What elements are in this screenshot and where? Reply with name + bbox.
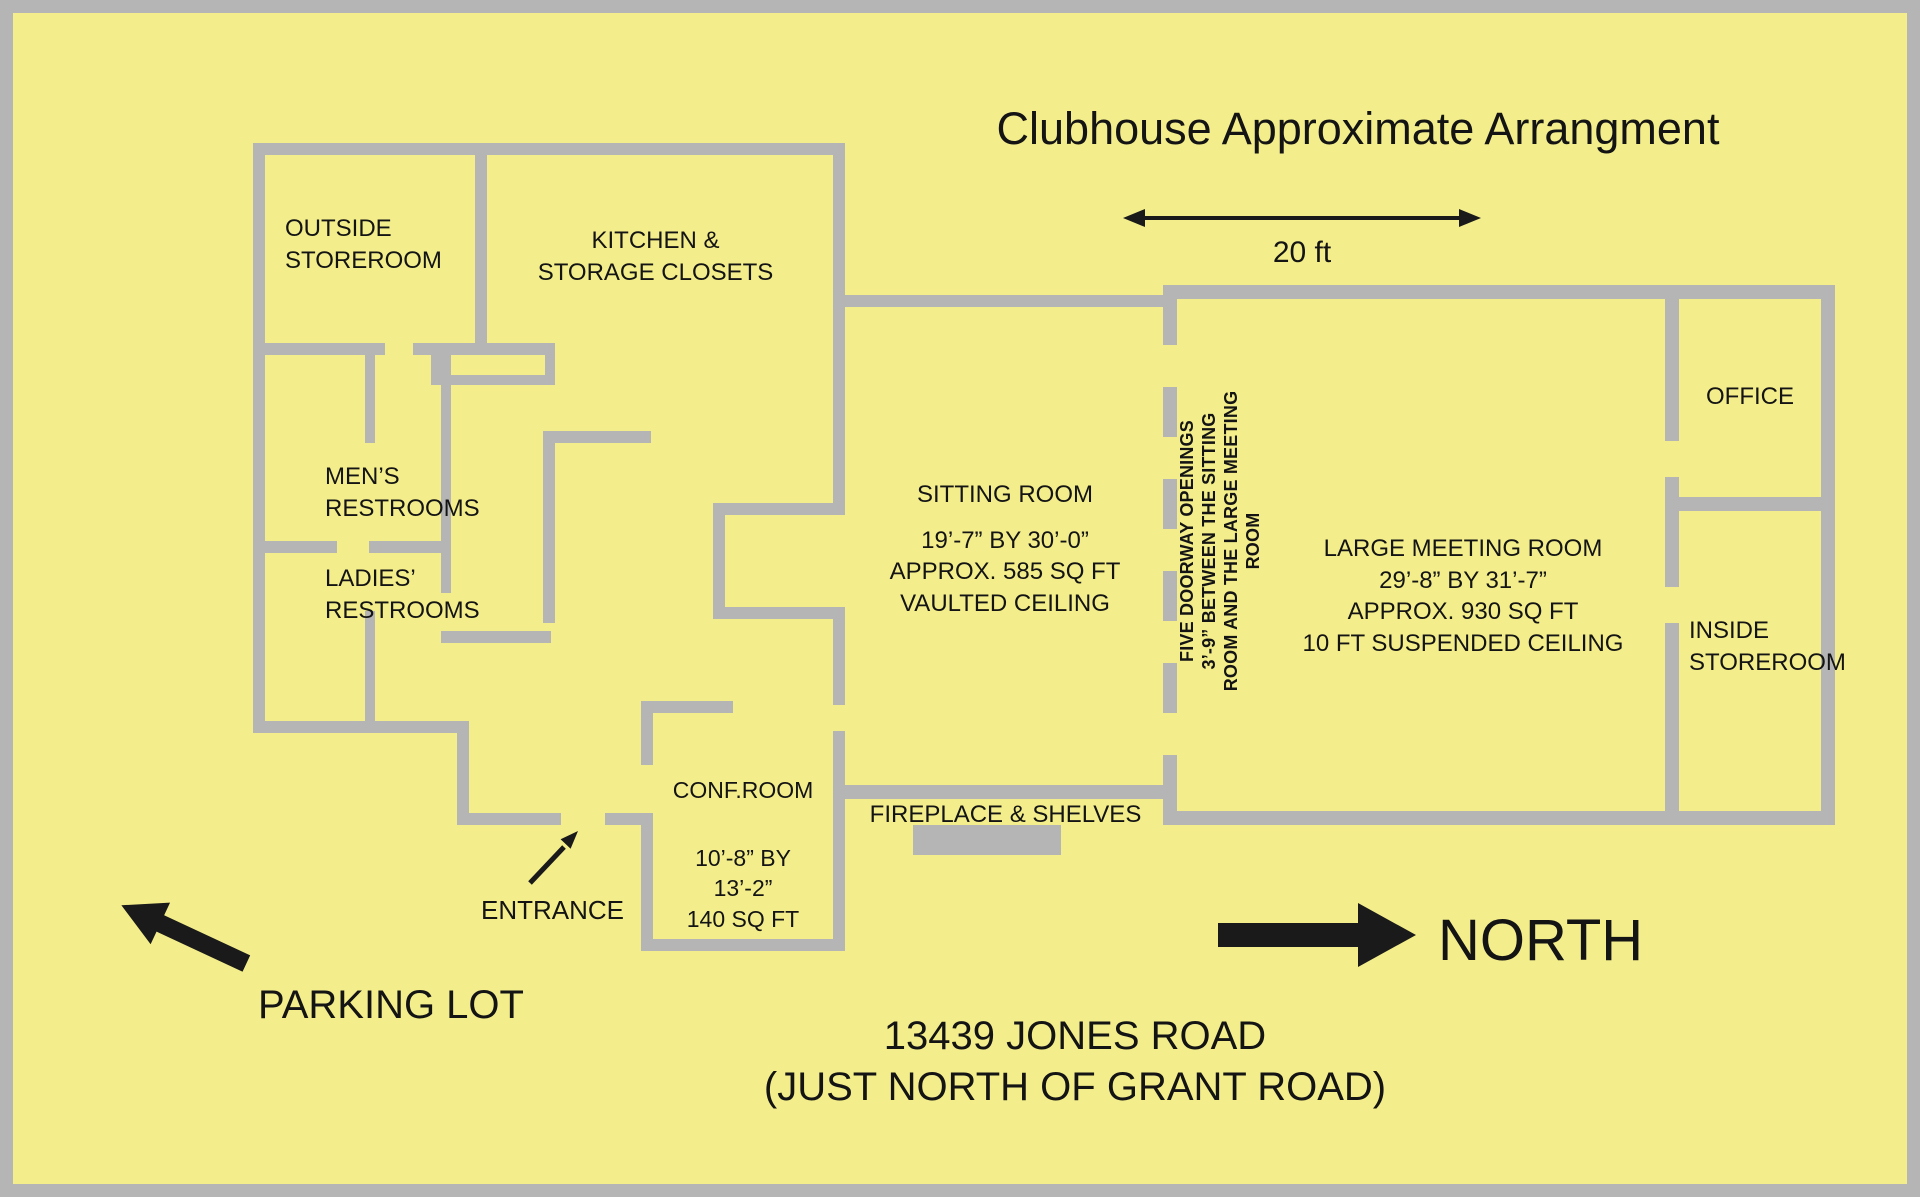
conf-area: 140 SQ FT: [686, 905, 800, 932]
room-label-inside-storeroom: INSIDE STOREROOM: [1689, 615, 1846, 678]
sitting-ceiling: VAULTED CEILING: [900, 590, 1110, 618]
wall-segment: [431, 375, 555, 385]
scale-arrow: [1123, 209, 1481, 227]
conf-details: 10’-8” BY 13’-2” 140 SQ FT: [653, 843, 833, 934]
doorway-wall-segment: [1163, 387, 1177, 437]
sitting-dim: 19’-7” BY 30’-0”: [921, 526, 1089, 554]
doorway-wall-segment: [1163, 571, 1177, 621]
fireplace-label: FIREPLACE & SHELVES: [869, 801, 1142, 828]
wall-segment: [833, 295, 1177, 307]
wall-segment: [641, 939, 845, 951]
sitting-name: SITTING ROOM: [917, 481, 1093, 508]
wall-segment: [253, 541, 337, 553]
wall-segment: [1665, 497, 1835, 511]
wall-segment: [365, 611, 375, 733]
ladies-line2: RESTROOMS: [325, 596, 480, 624]
doorway-note-line1: FIVE DOORWAY OPENINGS: [1177, 420, 1197, 662]
kitchen-line2: STORAGE CLOSETS: [537, 258, 774, 286]
outside-storeroom-line2: STOREROOM: [285, 246, 442, 274]
wall-segment: [543, 431, 651, 443]
wall-segment: [833, 615, 845, 705]
conf-dim1: 10’-8” BY: [695, 845, 791, 871]
meeting-dim: 29’-8” BY 31’-7”: [1379, 566, 1547, 594]
fireplace-wall: [833, 785, 1177, 799]
doorway-note-line3: ROOM AND THE LARGE MEETING: [1220, 390, 1241, 692]
scale-label: 20 ft: [1272, 236, 1332, 269]
fireplace-block: [913, 825, 1061, 855]
meeting-ceiling: 10 FT SUSPENDED CEILING: [1302, 630, 1624, 658]
mens-line1: MEN’S: [325, 463, 400, 490]
inside-storeroom-line1: INSIDE: [1689, 617, 1770, 644]
wall-segment: [457, 813, 561, 825]
doorway-wall-segment: [1163, 479, 1177, 529]
kitchen-line1: KITCHEN &: [591, 227, 720, 254]
entrance-arrow: [528, 831, 578, 885]
room-label-meeting: LARGE MEETING ROOM 29’-8” BY 31’-7” APPR…: [1253, 533, 1673, 660]
wall-segment: [1665, 285, 1679, 441]
wall-segment: [641, 701, 733, 713]
meeting-area: APPROX. 930 SQ FT: [1347, 598, 1579, 626]
wall-segment: [441, 631, 551, 643]
room-label-kitchen: KITCHEN & STORAGE CLOSETS: [508, 225, 803, 288]
doorway-note-line2: 3’-9” BETWEEN THE SITTING: [1198, 412, 1219, 670]
north-arrow: [1218, 903, 1416, 967]
conf-dim2: 13’-2”: [713, 875, 773, 902]
outside-storeroom-line1: OUTSIDE: [285, 215, 392, 242]
doorway-wall-segment: [1163, 755, 1177, 811]
wall-segment: [713, 607, 845, 619]
wall-segment: [1163, 811, 1835, 825]
room-label-outside-storeroom: OUTSIDE STOREROOM: [285, 213, 442, 276]
wall-segment: [713, 503, 845, 515]
wall-segment: [253, 721, 469, 733]
doorway-wall-segment: [1163, 663, 1177, 713]
wall-segment: [441, 355, 451, 593]
wall-segment: [833, 731, 845, 951]
wall-segment: [457, 721, 469, 825]
plan-title: Clubhouse Approximate Arrangment: [996, 103, 1720, 154]
room-label-mens-restrooms: MEN’S RESTROOMS: [325, 461, 480, 524]
doorway-wall-segment: [1163, 295, 1177, 345]
wall-segment: [431, 355, 441, 381]
wall-segment: [253, 343, 385, 355]
meeting-name: LARGE MEETING ROOM: [1323, 535, 1603, 562]
sitting-area: APPROX. 585 SQ FT: [889, 558, 1121, 586]
wall-segment: [1821, 285, 1835, 825]
address-line1: 13439 JONES ROAD: [883, 1014, 1267, 1058]
wall-segment: [833, 295, 845, 507]
room-label-ladies-restrooms: LADIES’ RESTROOMS: [325, 563, 480, 626]
parking-arrow: [121, 902, 251, 972]
wall-segment: [413, 343, 555, 355]
room-label-sitting: SITTING ROOM 19’-7” BY 30’-0” APPROX. 58…: [855, 479, 1155, 620]
parking-label: PARKING LOT: [258, 983, 524, 1027]
room-label-conf: CONF.ROOM: [672, 777, 814, 803]
address: 13439 JONES ROAD (JUST NORTH OF GRANT RO…: [675, 1011, 1475, 1113]
wall-segment: [253, 143, 265, 733]
wall-segment: [641, 813, 653, 951]
wall-segment: [253, 143, 845, 155]
wall-segment: [833, 143, 845, 307]
ladies-line1: LADIES’: [325, 565, 416, 592]
wall-segment: [543, 431, 555, 623]
inside-storeroom-line2: STOREROOM: [1689, 648, 1846, 676]
north-label: NORTH: [1438, 908, 1644, 973]
wall-segment: [1665, 623, 1679, 825]
wall-segment: [365, 355, 375, 443]
wall-segment: [713, 503, 725, 619]
wall-segment: [1163, 285, 1835, 299]
address-line2: (JUST NORTH OF GRANT ROAD): [763, 1065, 1387, 1110]
mens-line2: RESTROOMS: [325, 494, 480, 522]
wall-segment: [475, 143, 487, 355]
wall-segment: [369, 541, 451, 553]
entrance-label: ENTRANCE: [481, 895, 625, 925]
wall-segment: [545, 355, 555, 381]
room-label-office: OFFICE: [1706, 383, 1794, 410]
wall-segment: [641, 701, 653, 765]
